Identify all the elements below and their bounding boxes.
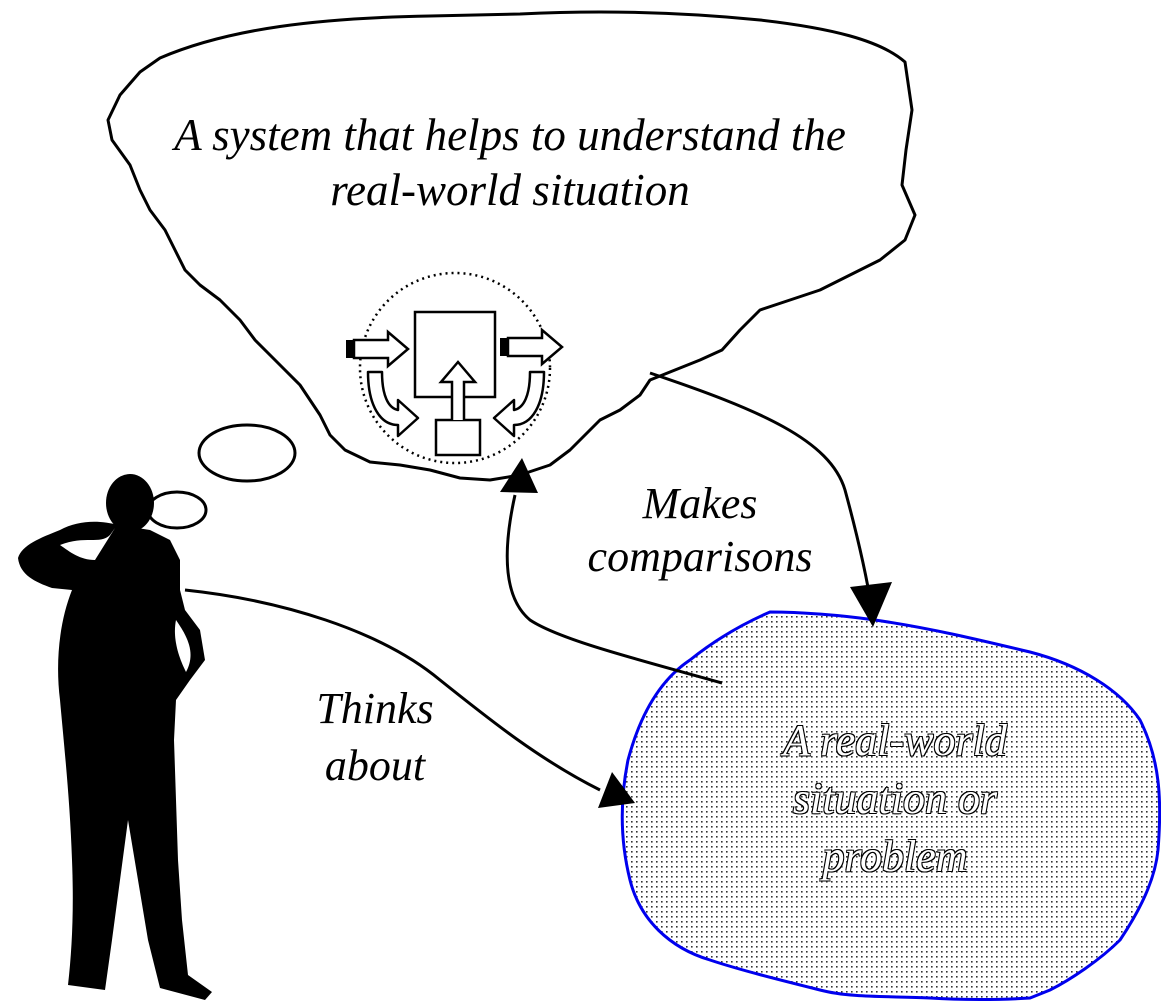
situation-label: A real-world situation or problem bbox=[700, 712, 1090, 886]
thought-bubble-line-2: real-world situation bbox=[330, 164, 690, 215]
arrow-to-system bbox=[505, 494, 723, 685]
thinks-about-label: Thinks about bbox=[270, 680, 480, 794]
makes-comparisons-label: Makes comparisons bbox=[560, 478, 840, 584]
thought-ellipse-large bbox=[197, 423, 297, 483]
situation-line-2: situation or bbox=[792, 774, 998, 824]
makes-comparisons-line-2: comparisons bbox=[587, 531, 813, 581]
situation-line-1: A real-world bbox=[783, 716, 1007, 765]
thought-bubble bbox=[106, 10, 917, 482]
thought-ellipse-small bbox=[146, 490, 208, 530]
system-diagram-icon bbox=[346, 271, 564, 465]
thinks-about-line-2: about bbox=[324, 741, 426, 791]
thought-bubble-text: A system that helps to understand the re… bbox=[110, 108, 910, 218]
arrow-to-situation bbox=[649, 371, 874, 611]
arrowhead-to-system bbox=[500, 458, 538, 493]
arrowhead-thinks-about bbox=[598, 772, 635, 808]
thinks-about-line-1: Thinks bbox=[316, 684, 434, 733]
person-silhouette-icon bbox=[18, 474, 212, 1000]
arrow-thinks-about bbox=[184, 588, 601, 792]
makes-comparisons-line-1: Makes bbox=[642, 479, 758, 528]
situation-line-3: problem bbox=[822, 832, 968, 882]
arrowhead-to-situation bbox=[850, 582, 892, 627]
thought-bubble-line-1: A system that helps to understand the bbox=[174, 110, 846, 160]
situation-blob bbox=[620, 610, 1161, 1001]
